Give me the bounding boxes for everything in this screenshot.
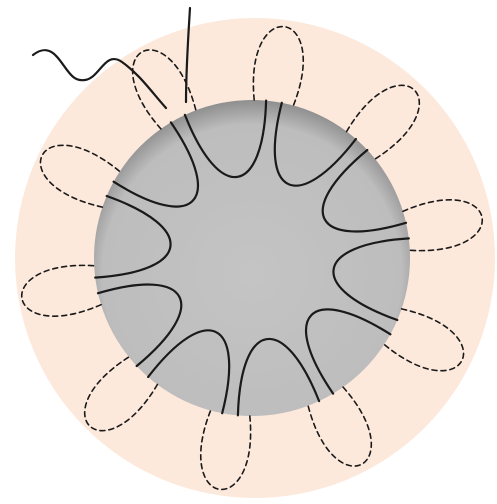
inner-opening-disc — [94, 100, 410, 416]
